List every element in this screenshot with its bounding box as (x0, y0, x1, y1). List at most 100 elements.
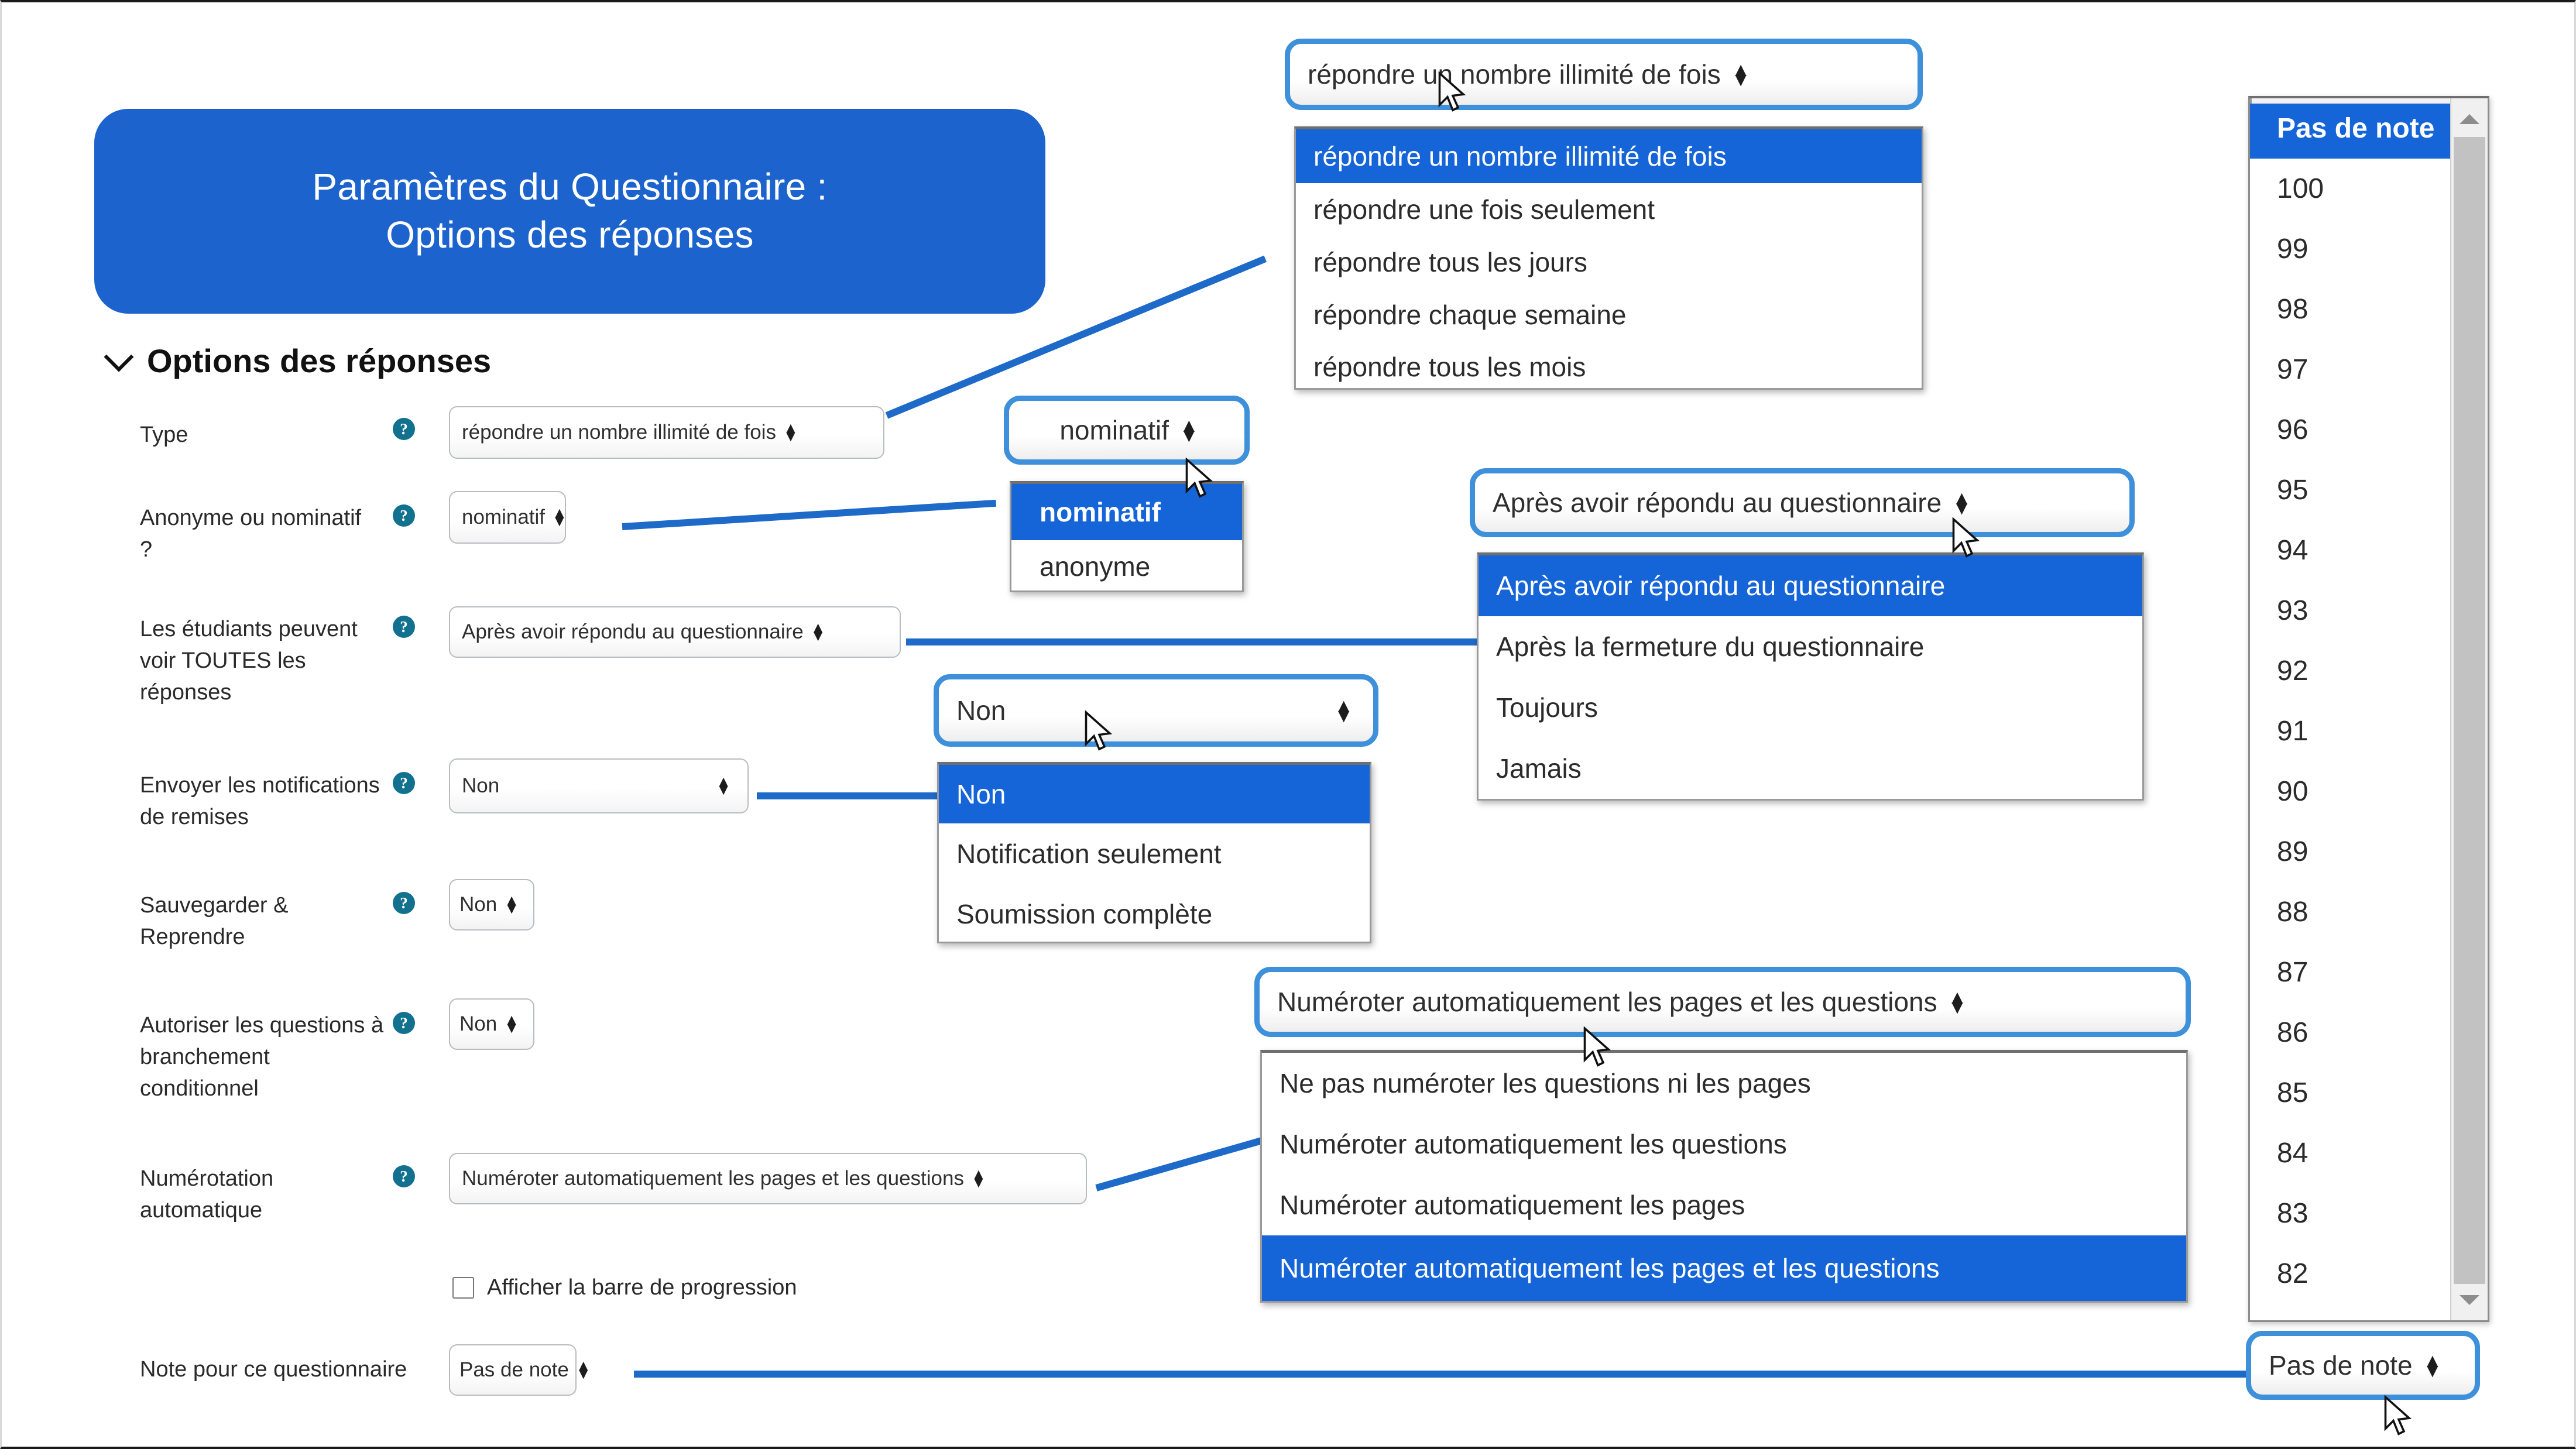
select-notifications[interactable]: Non ▲▼ (449, 758, 749, 813)
help-icon-type[interactable]: ? (393, 418, 415, 440)
select-numbering-value: Numéroter automatiquement les pages et l… (462, 1167, 964, 1190)
callout-select-type[interactable]: répondre un nombre illimité de fois ▲▼ (1285, 39, 1923, 110)
option-item[interactable]: Pas de note (2250, 98, 2488, 159)
option-item[interactable]: 94 (2277, 535, 2309, 566)
option-item[interactable]: répondre chaque semaine (1313, 300, 1627, 330)
spinner-icon: ▲▼ (1179, 414, 1199, 446)
help-icon-view-all[interactable]: ? (393, 616, 415, 638)
spinner-icon: ▲▼ (716, 772, 731, 798)
help-icon-anonymous[interactable]: ? (393, 504, 415, 527)
option-list-notifications[interactable]: Non Notification seulement Soumission co… (937, 762, 1371, 943)
connector-line-anonymous (622, 499, 997, 530)
option-item[interactable]: 82 (2277, 1258, 2309, 1289)
scroll-up-arrow-icon[interactable] (2451, 101, 2488, 137)
option-list-type[interactable]: répondre un nombre illimité de fois répo… (1294, 126, 1923, 390)
help-icon-branching[interactable]: ? (393, 1012, 415, 1034)
option-item[interactable]: 87 (2277, 957, 2309, 988)
spinner-icon: ▲▼ (1334, 694, 1353, 726)
option-item[interactable]: 83 (2277, 1198, 2309, 1229)
option-item[interactable]: 99 (2277, 234, 2309, 265)
option-item[interactable]: 90 (2277, 776, 2309, 807)
option-list-grade[interactable]: Pas de note 100 99 98 97 96 95 94 93 92 … (2248, 96, 2489, 1322)
option-item[interactable]: Ne pas numéroter les questions ni les pa… (1280, 1068, 1811, 1098)
callout-select-anonymous[interactable]: nominatif ▲▼ (1004, 396, 1250, 465)
option-item[interactable]: Numéroter automatiquement les questions (1280, 1129, 1787, 1159)
option-item[interactable]: 91 (2277, 716, 2309, 747)
select-numbering[interactable]: Numéroter automatiquement les pages et l… (449, 1153, 1087, 1204)
section-header[interactable]: Options des réponses (104, 342, 492, 380)
option-item[interactable]: 98 (2277, 294, 2309, 325)
option-item[interactable]: Toujours (1496, 692, 1598, 723)
connector-line-numbering (1095, 1136, 1267, 1192)
option-item[interactable]: répondre tous les mois (1313, 352, 1586, 382)
mouse-cursor-numbering (1583, 1026, 1611, 1067)
spinner-icon: ▲▼ (552, 504, 567, 530)
spinner-icon: ▲▼ (1731, 58, 1751, 90)
select-type-value: répondre un nombre illimité de fois (462, 421, 776, 444)
checkbox-show-progress-bar[interactable]: Afficher la barre de progression (452, 1275, 797, 1300)
select-grade[interactable]: Pas de note ▲▼ (449, 1344, 591, 1396)
callout-select-grade-value: Pas de note (2269, 1350, 2413, 1381)
option-item[interactable]: répondre une fois seulement (1313, 194, 1655, 225)
select-anonymous[interactable]: nominatif ▲▼ (449, 491, 567, 544)
option-item[interactable]: répondre tous les jours (1313, 247, 1587, 277)
option-item[interactable]: Après la fermeture du questionnaire (1496, 631, 1925, 662)
grade-panel-top-cap (2250, 98, 2470, 104)
option-item[interactable]: 86 (2277, 1017, 2309, 1048)
option-item[interactable]: 100 (2277, 173, 2324, 204)
option-item[interactable]: Soumission complète (956, 899, 1213, 929)
spinner-icon: ▲▼ (504, 891, 519, 917)
mouse-cursor-grade (2384, 1395, 2412, 1436)
select-save-resume[interactable]: Non ▲▼ (449, 879, 534, 930)
label-type: Type (140, 423, 188, 447)
callout-select-numbering[interactable]: Numéroter automatiquement les pages et l… (1254, 967, 2191, 1037)
option-item[interactable]: 92 (2277, 655, 2309, 686)
callout-select-view-all[interactable]: Après avoir répondu au questionnaire ▲▼ (1470, 468, 2135, 537)
select-type[interactable]: répondre un nombre illimité de fois ▲▼ (449, 406, 884, 459)
option-item[interactable]: 93 (2277, 595, 2309, 626)
scroll-down-arrow-icon[interactable] (2451, 1282, 2488, 1318)
select-anonymous-value: nominatif (462, 506, 546, 528)
option-list-numbering[interactable]: Ne pas numéroter les questions ni les pa… (1260, 1050, 2188, 1303)
scrollbar-thumb[interactable] (2454, 137, 2485, 1284)
section-header-label: Options des réponses (147, 342, 492, 379)
option-item[interactable]: 95 (2277, 475, 2309, 506)
callout-select-grade[interactable]: Pas de note ▲▼ (2246, 1331, 2480, 1400)
page-title-line1: Paramètres du Questionnaire : (312, 166, 828, 208)
spinner-icon: ▲▼ (2423, 1349, 2443, 1381)
option-item[interactable]: 84 (2277, 1138, 2309, 1169)
checkbox-icon[interactable] (452, 1277, 474, 1299)
option-list-anonymous[interactable]: nominatif anonyme (1010, 481, 1244, 592)
option-item[interactable]: répondre un nombre illimité de fois (1296, 129, 1922, 183)
help-icon-numbering[interactable]: ? (393, 1165, 415, 1187)
select-branching[interactable]: Non ▲▼ (449, 998, 534, 1050)
select-notifications-value: Non (462, 774, 500, 797)
label-save-resume: Sauvegarder & Reprendre (140, 893, 289, 949)
option-item[interactable]: 89 (2277, 836, 2309, 867)
option-item[interactable]: 88 (2277, 897, 2309, 928)
option-item[interactable]: anonyme (1040, 551, 1151, 582)
scrollbar-vertical[interactable] (2450, 98, 2488, 1320)
help-icon-save-resume[interactable]: ? (393, 892, 415, 914)
option-item[interactable]: 96 (2277, 414, 2309, 445)
option-item[interactable]: Numéroter automatiquement les pages (1280, 1190, 1745, 1220)
mouse-cursor-notifications (1085, 710, 1113, 751)
callout-select-notifications[interactable]: Non ▲▼ (934, 674, 1378, 747)
chevron-down-icon (104, 342, 134, 372)
select-branching-value: Non (459, 1012, 498, 1035)
callout-select-anonymous-value: nominatif (1059, 415, 1169, 445)
spinner-icon: ▲▼ (783, 419, 798, 445)
option-item[interactable]: Après avoir répondu au questionnaire (1479, 555, 2142, 616)
option-item[interactable]: Non (939, 765, 1370, 823)
option-list-view-all[interactable]: Après avoir répondu au questionnaire Apr… (1477, 552, 2144, 801)
option-item[interactable]: 85 (2277, 1077, 2309, 1108)
option-item[interactable]: Notification seulement (956, 839, 1222, 869)
option-item[interactable]: Jamais (1496, 753, 1582, 784)
select-view-all[interactable]: Après avoir répondu au questionnaire ▲▼ (449, 606, 901, 658)
help-icon-notifications[interactable]: ? (393, 772, 415, 794)
callout-select-type-value: répondre un nombre illimité de fois (1308, 59, 1721, 90)
spinner-icon: ▲▼ (575, 1357, 591, 1382)
option-item[interactable]: 97 (2277, 354, 2309, 385)
option-item[interactable]: Numéroter automatiquement les pages et l… (1262, 1235, 2186, 1301)
